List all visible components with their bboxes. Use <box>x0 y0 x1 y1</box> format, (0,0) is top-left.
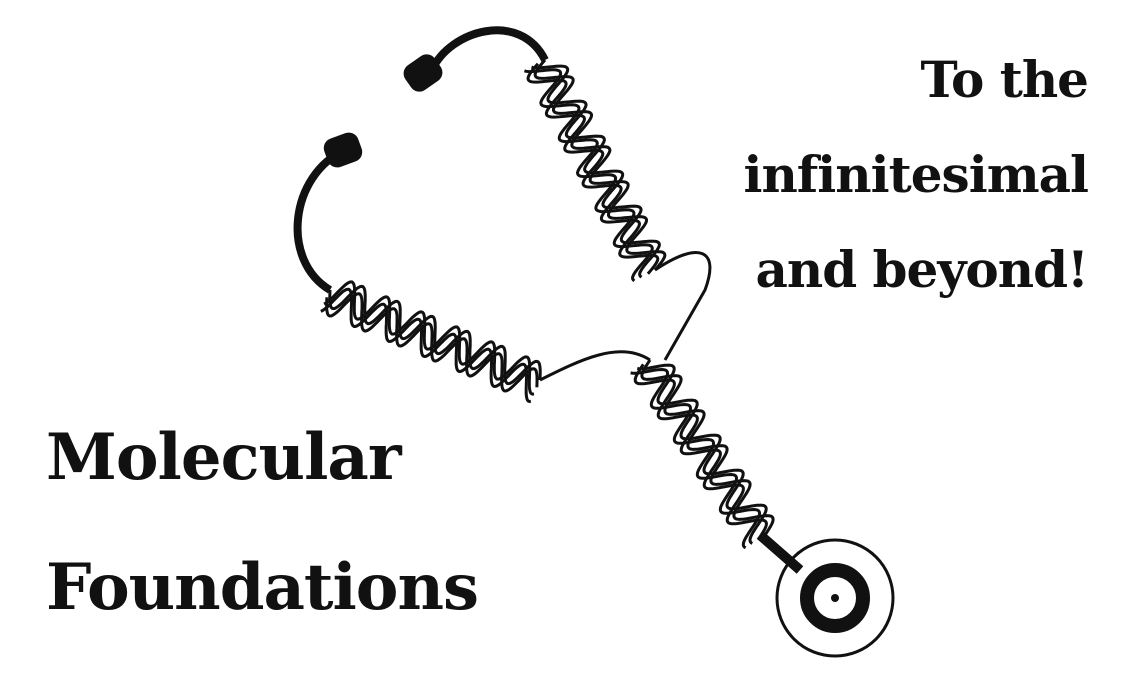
tagline-line-3: and beyond! <box>755 240 1089 299</box>
chestpiece-center <box>831 594 839 602</box>
tagline-line-2: infinitesimal <box>743 145 1089 204</box>
chestpiece-outer <box>775 538 895 658</box>
earpiece-left-icon <box>323 132 363 168</box>
earpiece-right-icon <box>403 54 443 92</box>
title-line-1: Molecular <box>46 420 402 495</box>
tagline-line-1: To the <box>920 50 1089 109</box>
helix-right-branch <box>523 59 667 283</box>
earpiece-right-tube <box>428 26 549 72</box>
helix-left-branch <box>320 280 542 403</box>
helix-junction <box>539 251 712 382</box>
earpiece-left-tube <box>293 146 347 294</box>
title-line-2: Foundations <box>46 550 479 625</box>
stem-connector <box>756 531 804 574</box>
dna-helix-tubing <box>320 59 775 550</box>
helix-main-stem <box>630 359 775 550</box>
chestpiece-ring <box>800 563 870 633</box>
